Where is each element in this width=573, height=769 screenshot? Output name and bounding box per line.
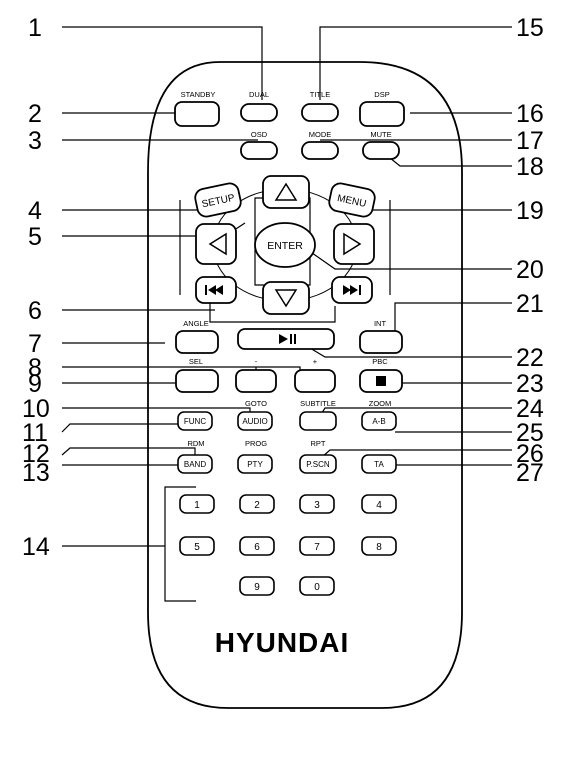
plus-button[interactable] [295,370,335,392]
label-rdm: RDM [187,439,204,448]
label-angle: ANGLE [183,319,208,328]
band-label: BAND [184,460,206,469]
callout-22: 22 [516,344,544,372]
label-title: TITLE [310,90,330,99]
left-button[interactable] [196,224,236,264]
subtitle-button[interactable] [300,412,336,430]
enter-label: ENTER [267,240,303,252]
dsp-button[interactable] [360,102,404,126]
callout-16: 16 [516,100,544,128]
digit-6-label: 6 [254,542,260,553]
digit-4-label: 4 [376,500,382,511]
label-sel: SEL [189,357,203,366]
standby-button[interactable] [175,102,219,126]
callout-23: 23 [516,370,544,398]
label-mute: MUTE [370,130,391,139]
label-subtitle: SUBTITLE [300,399,336,408]
digit-7-label: 7 [314,542,320,553]
func-label: FUNC [184,417,206,426]
callout-19: 19 [516,197,544,225]
label-mode: MODE [309,130,332,139]
digit-0-label: 0 [314,582,320,593]
label-int: INT [374,319,387,328]
sel-button[interactable] [176,370,218,392]
mute-button[interactable] [363,142,399,159]
callout-5: 5 [28,223,42,251]
callout-2: 2 [28,100,42,128]
digit-5-label: 5 [194,542,200,553]
mode-button[interactable] [302,142,338,159]
label-pbc: PBC [372,357,388,366]
right-button[interactable] [334,224,374,264]
angle-button[interactable] [176,331,218,353]
digit-9-label: 9 [254,582,260,593]
label-dsp: DSP [374,90,389,99]
label-plus: + [313,357,318,366]
label-standby: STANDBY [181,90,216,99]
callout-15: 15 [516,14,544,42]
title-button[interactable] [302,104,338,121]
digit-3-label: 3 [314,500,320,511]
label-dual: DUAL [249,90,269,99]
callout-21: 21 [516,290,544,318]
minus-button[interactable] [236,370,276,392]
callout-1: 1 [28,14,42,42]
down-button[interactable] [263,282,309,314]
stop-icon [376,376,386,386]
up-button[interactable] [263,176,309,208]
label-rpt: RPT [311,439,326,448]
int-button[interactable] [360,331,402,353]
pscn-label: P.SCN [306,460,330,469]
callout-9: 9 [28,370,42,398]
callout-17: 17 [516,127,544,155]
callout-3: 3 [28,127,42,155]
dual-button[interactable] [241,104,277,121]
callout-27: 27 [516,459,544,487]
label-zoom: ZOOM [369,399,392,408]
callout-14: 14 [22,533,50,561]
brand-logo: HYUNDAI [215,627,350,658]
ab-label: A-B [372,417,385,426]
digit-2-label: 2 [254,500,260,511]
digit-8-label: 8 [376,542,382,553]
audio-label: AUDIO [242,417,267,426]
callout-20: 20 [516,256,544,284]
label-prog: PROG [245,439,267,448]
callout-18: 18 [516,153,544,181]
callout-6: 6 [28,297,42,325]
callout-4: 4 [28,197,42,225]
label-osd: OSD [251,130,268,139]
ta-label: TA [374,460,384,469]
callout-13: 13 [22,459,50,487]
pty-label: PTY [247,460,263,469]
label-goto: GOTO [245,399,267,408]
osd-button[interactable] [241,142,277,159]
digit-1-label: 1 [194,500,200,511]
